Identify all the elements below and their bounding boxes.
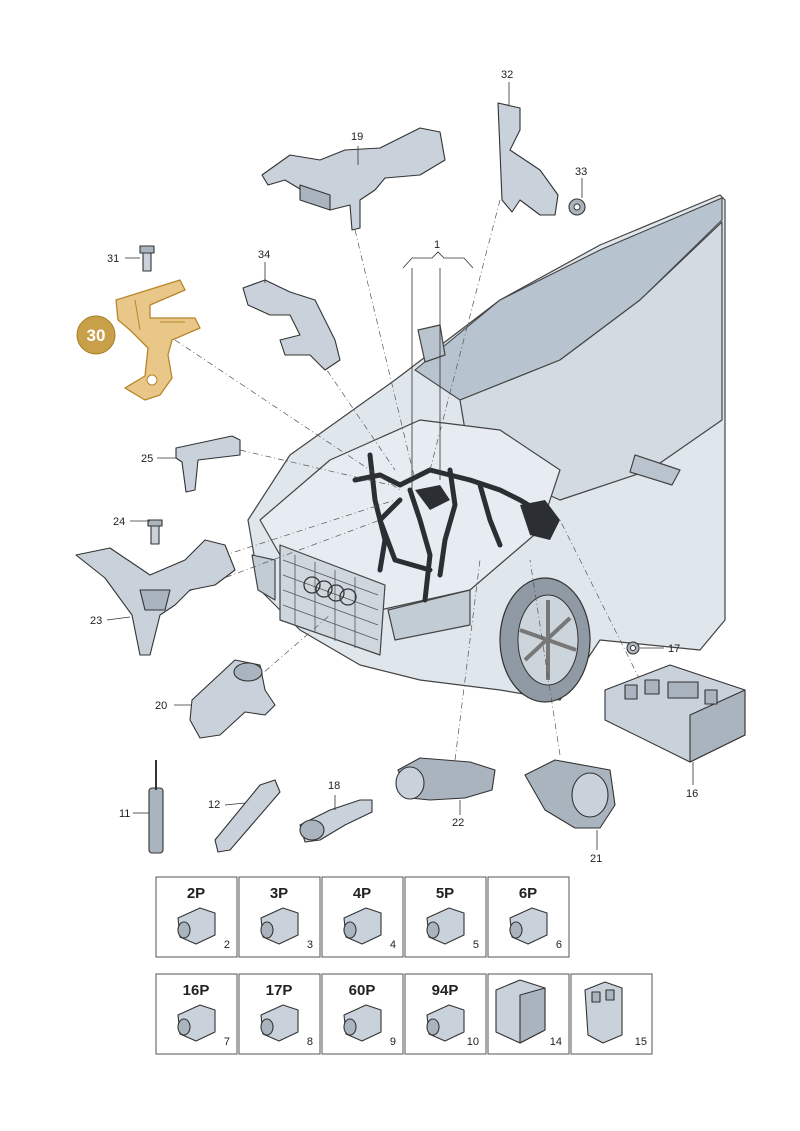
callout-leaders xyxy=(106,82,694,850)
svg-text:4P: 4P xyxy=(353,885,371,902)
callout-17: 17 xyxy=(668,643,680,655)
svg-text:2P: 2P xyxy=(187,885,205,902)
part-32-bracket xyxy=(497,102,559,216)
relay-socket-icon xyxy=(584,981,623,1044)
callout-25: 25 xyxy=(141,453,153,465)
connector-plug-icon xyxy=(343,1004,382,1042)
part-20-cover xyxy=(189,659,276,739)
svg-text:17P: 17P xyxy=(266,982,293,999)
connector-plug-icon xyxy=(426,907,465,945)
svg-text:16P: 16P xyxy=(183,982,210,999)
grille xyxy=(282,555,379,648)
connector-box-16p[interactable]: 16P 7 xyxy=(155,973,238,1055)
callout-30: 30 xyxy=(87,326,106,345)
callout-18: 18 xyxy=(328,780,340,792)
svg-text:60P: 60P xyxy=(349,982,376,999)
control-unit-housing-icon xyxy=(495,979,546,1044)
svg-text:94P: 94P xyxy=(432,982,459,999)
callout-30-badge[interactable]: 30 xyxy=(76,315,116,355)
connector-box-15[interactable]: 15 xyxy=(570,973,653,1055)
connector-box-4p[interactable]: 4P 4 xyxy=(321,876,404,958)
part-12-terminal xyxy=(214,779,281,853)
svg-text:6: 6 xyxy=(556,939,562,951)
callout-11: 11 xyxy=(119,808,130,820)
svg-text:6P: 6P xyxy=(519,885,537,902)
part-25-clip xyxy=(175,435,241,493)
svg-text:2: 2 xyxy=(224,939,230,951)
callout-1: 1 xyxy=(434,239,440,251)
callout-19: 19 xyxy=(351,131,363,143)
svg-text:3P: 3P xyxy=(270,885,288,902)
callout-20: 20 xyxy=(155,700,167,712)
connector-grid: 2P 2 3P 3 4P 4 5P xyxy=(155,876,653,1055)
callout-21: 21 xyxy=(590,853,602,865)
connector-box-17p[interactable]: 17P 8 xyxy=(238,973,321,1055)
wiring-harness xyxy=(352,452,560,603)
connector-box-94p[interactable]: 94P 10 xyxy=(404,973,487,1055)
callout-34: 34 xyxy=(258,249,270,261)
part-33-nut xyxy=(568,198,586,216)
connector-box-60p[interactable]: 60P 9 xyxy=(321,973,404,1055)
connector-box-2p[interactable]: 2P 2 xyxy=(155,876,238,958)
part-18-grommet xyxy=(299,799,373,843)
svg-text:5P: 5P xyxy=(436,885,454,902)
connector-box-14[interactable]: 14 xyxy=(487,973,570,1055)
connector-plug-icon xyxy=(260,1004,299,1042)
car-illustration xyxy=(247,194,726,703)
part-23-bracket xyxy=(75,539,236,656)
svg-text:9: 9 xyxy=(390,1036,396,1048)
callout-12: 12 xyxy=(208,799,220,811)
connector-plug-icon xyxy=(343,907,382,945)
part-11-tool xyxy=(148,760,164,854)
part-22-boot xyxy=(395,757,496,801)
svg-text:4: 4 xyxy=(390,939,396,951)
connector-plug-icon xyxy=(509,907,548,945)
part-21-boot xyxy=(524,759,616,829)
callout-24: 24 xyxy=(113,516,125,528)
connector-plug-icon xyxy=(260,907,299,945)
svg-text:5: 5 xyxy=(473,939,479,951)
svg-text:14: 14 xyxy=(550,1036,562,1048)
callout-22: 22 xyxy=(452,817,464,829)
svg-text:3: 3 xyxy=(307,939,313,951)
part-17-nut xyxy=(626,641,640,655)
callout-16: 16 xyxy=(686,788,698,800)
callout-33: 33 xyxy=(575,166,587,178)
leader-lines xyxy=(164,199,641,761)
connector-plug-icon xyxy=(177,1004,216,1042)
part-30-bracket[interactable] xyxy=(115,279,201,401)
connector-plug-icon xyxy=(426,1004,465,1042)
part-16-relay-box xyxy=(604,664,746,763)
callout-23: 23 xyxy=(90,615,102,627)
svg-text:8: 8 xyxy=(307,1036,313,1048)
svg-text:10: 10 xyxy=(467,1036,479,1048)
part-19-bracket xyxy=(261,127,446,231)
part-24-bolt xyxy=(147,519,163,545)
svg-text:7: 7 xyxy=(224,1036,230,1048)
callout-31: 31 xyxy=(107,253,119,265)
connector-box-6p[interactable]: 6P 6 xyxy=(487,876,570,958)
callout-labels: 1 19 32 33 34 31 25 24 23 20 11 12 18 22… xyxy=(90,69,698,865)
connector-plug-icon xyxy=(177,907,216,945)
connector-box-3p[interactable]: 3P 3 xyxy=(238,876,321,958)
callout-32: 32 xyxy=(501,69,513,81)
part-31-bolt xyxy=(139,245,155,272)
connector-box-5p[interactable]: 5P 5 xyxy=(404,876,487,958)
part-34-bracket xyxy=(242,279,341,371)
svg-text:15: 15 xyxy=(635,1036,647,1048)
